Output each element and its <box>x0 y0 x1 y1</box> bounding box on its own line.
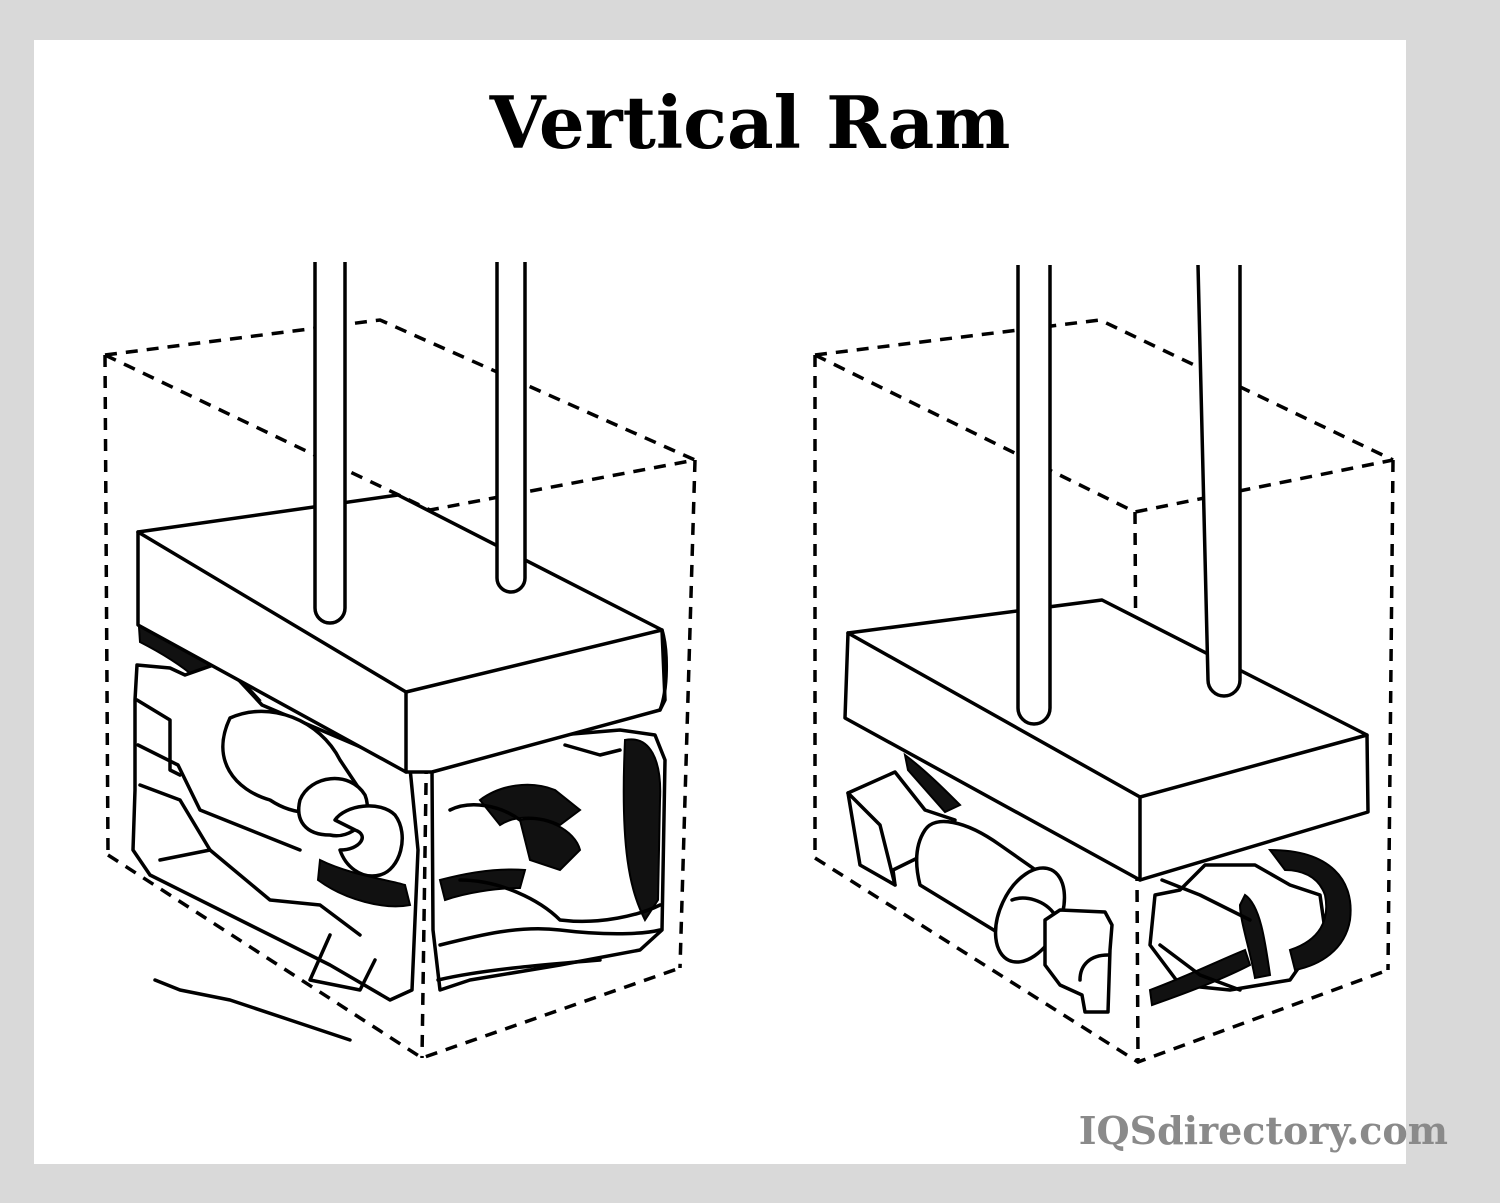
left-ram-plate <box>136 493 668 774</box>
left-compressed-material <box>131 610 420 1042</box>
right-loose-material <box>846 752 1352 1014</box>
left-ram-assembly <box>103 262 697 1060</box>
left-ram-rods <box>313 262 527 625</box>
left-compressed-material-right <box>430 728 667 992</box>
right-ram-rods <box>1016 264 1242 726</box>
watermark-logo: IQSdirectory.com <box>1078 1108 1448 1153</box>
diagram-title: Vertical Ram <box>489 80 1011 165</box>
right-ram-assembly <box>813 264 1395 1064</box>
